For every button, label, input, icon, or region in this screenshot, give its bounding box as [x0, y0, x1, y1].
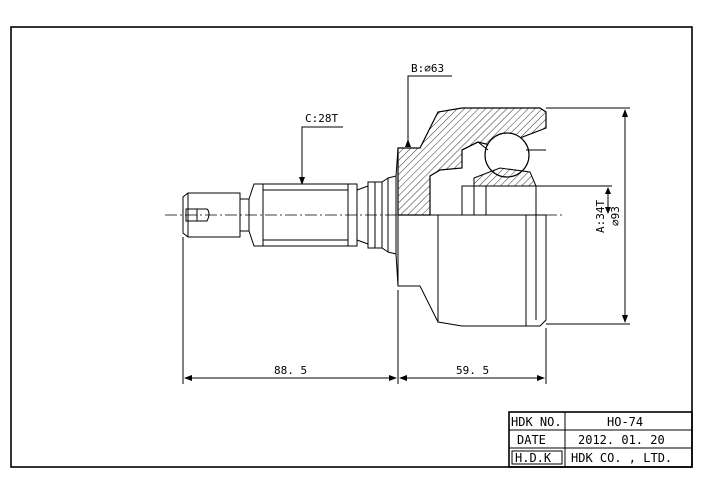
- shaft: [182, 175, 397, 255]
- callout-b-label: B:⌀63: [411, 62, 444, 75]
- dimension-59-5: 59. 5: [456, 364, 489, 377]
- length-dimensions: 88. 5 59. 5: [182, 237, 547, 384]
- drawing-border: [10, 26, 693, 468]
- cv-joint-housing: [395, 107, 547, 327]
- right-dimensions: A:34T ⌀93: [536, 107, 630, 325]
- hdk-no-value: HO-74: [607, 415, 643, 429]
- hdk-no-label: HDK NO.: [511, 415, 562, 429]
- dimension-88-5: 88. 5: [274, 364, 307, 377]
- title-block: HDK NO. HO-74 DATE 2012. 01. 20 H.D.K HD…: [508, 411, 693, 468]
- diameter-93-label: ⌀93: [609, 206, 622, 226]
- callout-a-label: A:34T: [594, 200, 607, 233]
- date-value: 2012. 01. 20: [578, 433, 665, 447]
- date-label: DATE: [517, 433, 546, 447]
- company-name: HDK CO. , LTD.: [571, 451, 672, 465]
- callout-b: B:⌀63: [405, 62, 452, 147]
- callout-c-label: C:28T: [305, 112, 338, 125]
- callout-c: C:28T: [299, 112, 343, 185]
- hdk-logo-box: [511, 450, 563, 465]
- hdk-logo: H.D.K: [515, 451, 552, 465]
